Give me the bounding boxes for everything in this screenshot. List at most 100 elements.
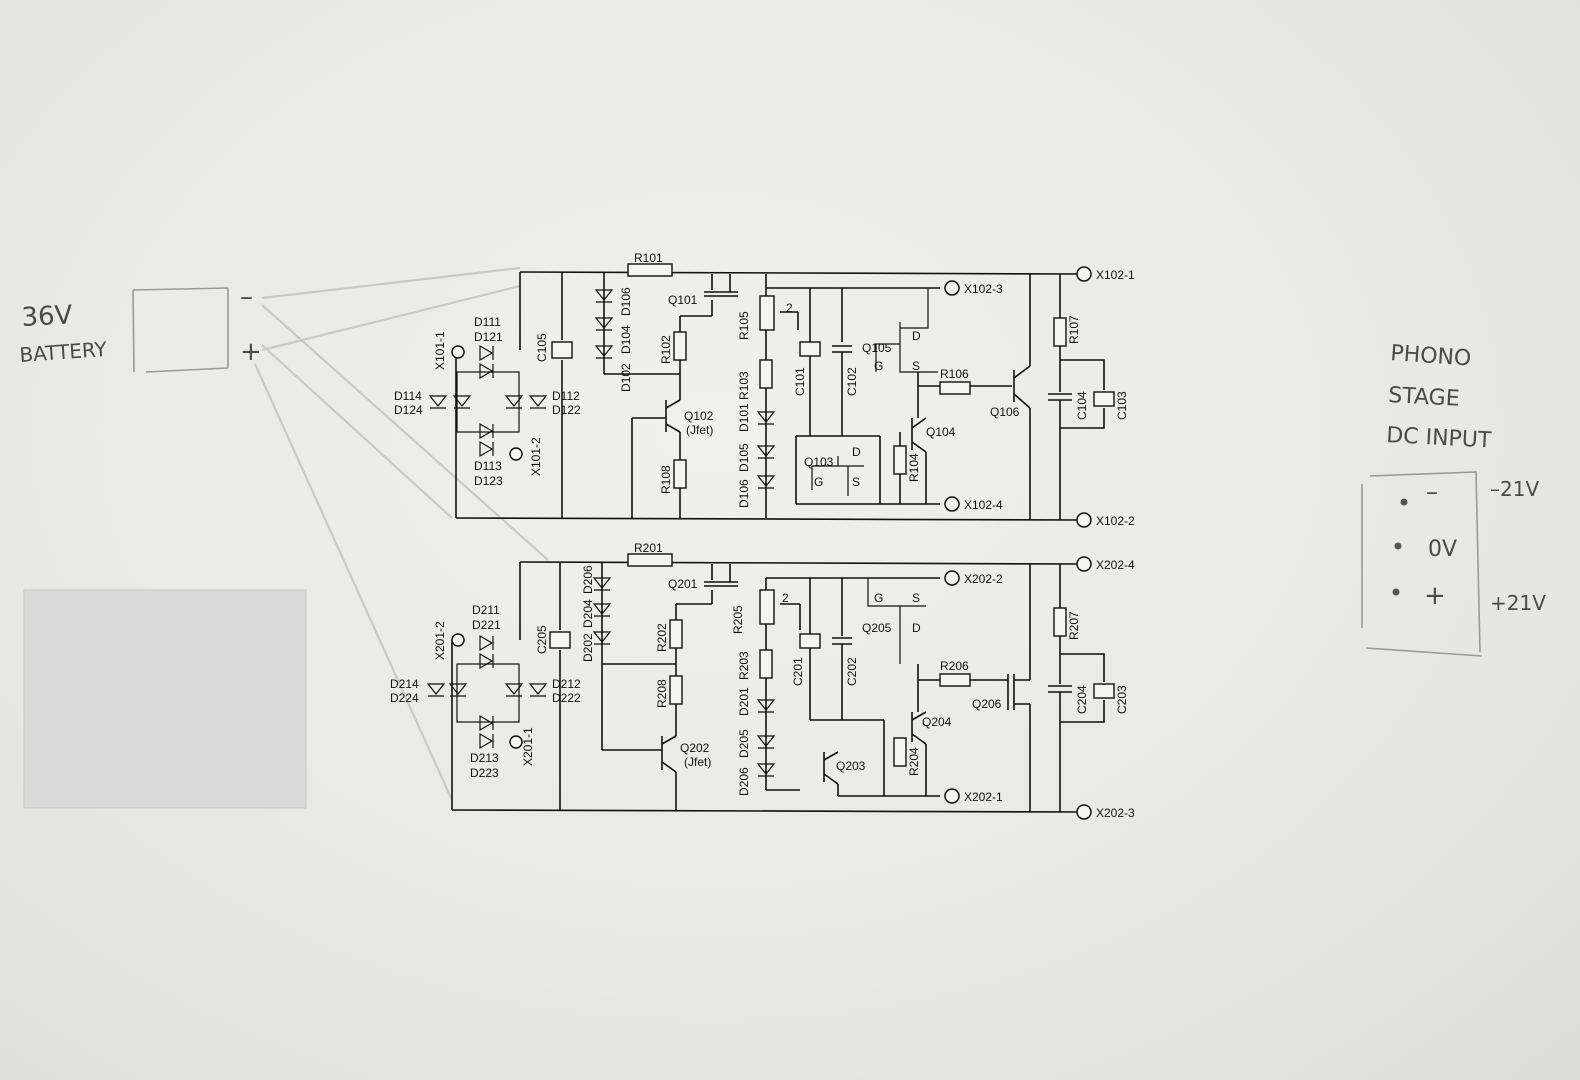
terminal-x102-4 — [944, 496, 960, 512]
resistor-r201 — [627, 553, 673, 567]
label-d123: D123 — [474, 474, 503, 488]
label-c202: C202 — [845, 657, 859, 686]
label-q101: Q101 — [668, 293, 698, 307]
label-pin-d-q105: D — [912, 329, 921, 343]
phono-stage-sketch: PHONO STAGE DC INPUT – 0V + –21V +21V — [1361, 341, 1546, 657]
terminal-x202-2 — [944, 570, 960, 586]
phono-pin-zero-dot — [1394, 542, 1402, 550]
label-c104: C104 — [1075, 391, 1089, 420]
resistor-r101 — [627, 263, 673, 277]
label-x102-3: X102-3 — [964, 282, 1003, 296]
label-x202-1: X202-1 — [964, 790, 1003, 804]
phono-pin-plus-voltage: +21V — [1490, 591, 1546, 615]
label-x101-1: X101-1 — [433, 331, 447, 370]
battery-label-word: BATTERY — [19, 337, 109, 367]
upper-regulator-circuit — [428, 263, 1115, 528]
label-d212: D212 — [552, 677, 581, 691]
label-q205: Q205 — [862, 621, 892, 635]
label-c101: C101 — [793, 367, 807, 396]
terminal-x102-1 — [1076, 266, 1092, 282]
label-d122: D122 — [552, 403, 581, 417]
label-d105: D105 — [737, 443, 751, 472]
label-d124: D124 — [394, 403, 423, 417]
label-d101: D101 — [737, 403, 751, 432]
label-pin-g-q103: G — [814, 475, 823, 489]
label-q106: Q106 — [990, 405, 1020, 419]
label-x202-2: X202-2 — [964, 572, 1003, 586]
phono-title-line1: PHONO — [1390, 341, 1472, 372]
label-pin-s-q103: S — [852, 475, 860, 489]
label-c102: C102 — [845, 367, 859, 396]
terminal-x202-4 — [1076, 556, 1092, 572]
label-d213: D213 — [470, 751, 499, 765]
label-r108: R108 — [659, 465, 673, 494]
label-r204: R204 — [907, 747, 921, 776]
label-c201: C201 — [791, 657, 805, 686]
label-d112: D112 — [552, 389, 580, 403]
battery-label-voltage: 36V — [21, 300, 74, 333]
battery-sketch: 36V BATTERY – + — [19, 282, 262, 373]
label-q105: Q105 — [862, 341, 892, 355]
label-x102-2: X102-2 — [1096, 514, 1135, 528]
bridge-diodes — [428, 344, 548, 458]
terminal-x201-1 — [509, 735, 523, 749]
label-d204: D202 — [581, 633, 595, 662]
label-x101-2: X101-2 — [529, 437, 543, 476]
label-pin-d-q103: D — [852, 445, 861, 459]
label-d221: D221 — [472, 618, 501, 632]
label-r104: R104 — [907, 453, 921, 482]
phono-title-line2: STAGE — [1388, 383, 1461, 412]
lower-regulator-circuit — [426, 553, 1115, 820]
label-r206: R206 — [940, 659, 969, 673]
label-r102: R102 — [659, 335, 673, 364]
label-r106: R106 — [940, 367, 969, 381]
label-d224: D224 — [390, 691, 419, 705]
label-r201: R201 — [634, 541, 663, 555]
phono-pin-plus-dot — [1392, 588, 1400, 596]
battery-jumper-lines — [253, 266, 549, 801]
label-pin-s-q105: S — [912, 359, 920, 373]
label-q203: Q203 — [836, 759, 866, 773]
label-r203: R203 — [737, 651, 751, 680]
label-q102: Q102 — [684, 409, 714, 423]
label-c205: C205 — [535, 625, 549, 654]
label-c105: C105 — [535, 333, 549, 362]
label-r207: R207 — [1067, 611, 1081, 640]
terminal-x102-3 — [944, 280, 960, 296]
label-d205: D205 — [737, 729, 751, 758]
lower-labels: R201 Q201 X202-4 X202-3 X202-2 X202-1 X2… — [390, 541, 1135, 820]
label-q103: Q103 — [804, 455, 834, 469]
label-q204: Q204 — [922, 715, 952, 729]
label-c103: C103 — [1115, 391, 1129, 420]
terminal-x102-2 — [1076, 512, 1092, 528]
label-r103: R103 — [737, 371, 751, 400]
label-pin-d-q205: D — [912, 621, 921, 635]
label-r101: R101 — [634, 251, 663, 265]
label-d113: D113 — [474, 459, 502, 473]
label-q201: Q201 — [668, 577, 698, 591]
label-pin-2-r205: 2 — [782, 591, 789, 605]
label-x201-2: X201-2 — [433, 621, 447, 660]
label-d211: D211 — [472, 603, 500, 617]
label-r107: R107 — [1067, 315, 1081, 344]
label-c204: C204 — [1075, 685, 1089, 714]
label-d104: D102 — [619, 363, 633, 392]
label-pin-g-q105: G — [874, 359, 883, 373]
phono-pin-zero-symbol: 0V — [1428, 537, 1457, 562]
label-jfet-upper: (Jfet) — [686, 423, 713, 437]
label-d201: D201 — [737, 687, 751, 716]
phono-title-line3: DC INPUT — [1386, 423, 1493, 453]
label-d106: D106 — [737, 479, 751, 508]
battery-plus-sign: + — [240, 337, 262, 367]
label-q206: Q206 — [972, 697, 1002, 711]
label-d102: D106 — [619, 287, 633, 316]
phono-pin-minus-voltage: –21V — [1490, 477, 1539, 501]
label-d214: D214 — [390, 677, 419, 691]
label-d223: D223 — [470, 766, 499, 780]
label-q202: Q202 — [680, 741, 710, 755]
terminal-x101-1 — [451, 345, 465, 359]
label-jfet-lower: (Jfet) — [684, 755, 711, 769]
battery-minus-sign: – — [240, 282, 253, 312]
